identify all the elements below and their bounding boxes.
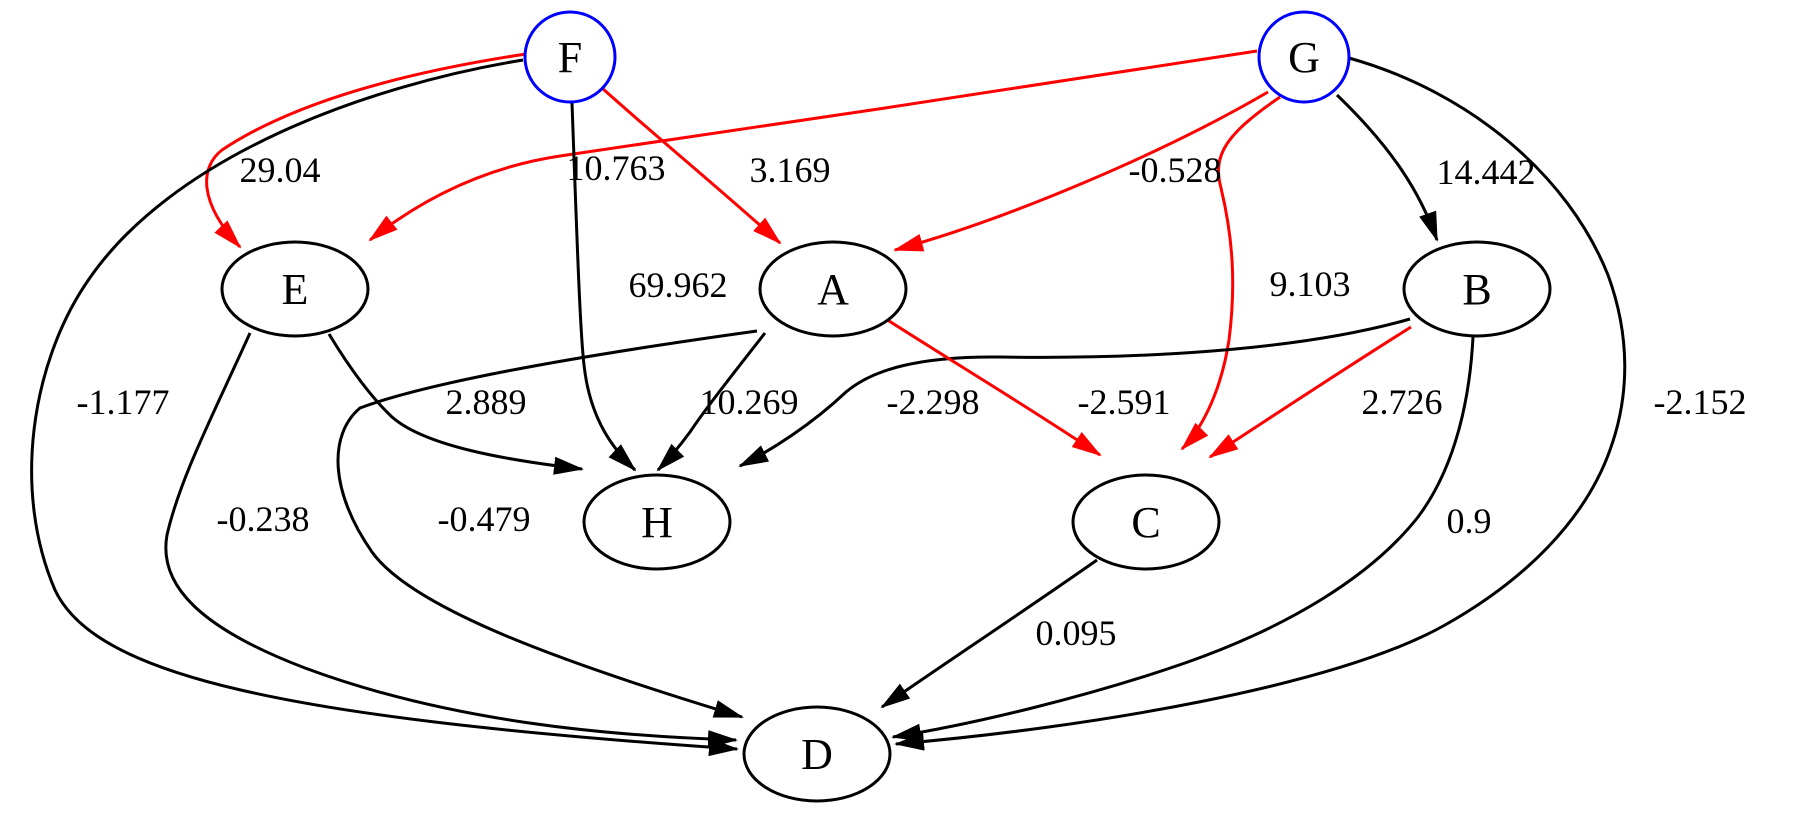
- edge-weight-F-H: 69.962: [629, 265, 728, 305]
- edge-weight-A-D: -0.479: [438, 499, 531, 539]
- edge-weight-A-C: -2.591: [1078, 382, 1171, 422]
- edge-weight-G-E: 10.763: [567, 148, 666, 188]
- node-label-G: G: [1288, 33, 1320, 82]
- node-label-C: C: [1131, 498, 1160, 547]
- edge-G-C: [1180, 95, 1281, 451]
- edge-C-D: [880, 558, 1098, 709]
- edges-layer: [30, 49, 1627, 757]
- edge-F-H: [570, 102, 637, 472]
- node-B: [1402, 240, 1552, 338]
- edge-weight-G-B: 14.442: [1437, 152, 1536, 192]
- node-F: [523, 10, 617, 104]
- node-label-A: A: [817, 265, 849, 314]
- edge-weight-B-D: 0.9: [1447, 501, 1492, 541]
- edge-weight-C-D: 0.095: [1036, 613, 1117, 653]
- node-label-D: D: [801, 730, 833, 779]
- edge-weight-A-H: 10.269: [700, 382, 799, 422]
- node-A: [758, 240, 908, 338]
- edge-G-A: [893, 90, 1269, 252]
- edge-G-D: [894, 56, 1627, 751]
- edge-weight-G-A: -0.528: [1129, 150, 1222, 190]
- node-E: [220, 240, 370, 338]
- edge-weight-F-A: 3.169: [750, 150, 831, 190]
- nodes-layer: F G E A B H C D: [220, 10, 1552, 803]
- node-H: [582, 473, 732, 571]
- edge-weights-layer: 29.04 10.763 3.169 -0.528 14.442 69.962 9.103 -…: [77, 148, 1747, 653]
- node-label-B: B: [1462, 265, 1491, 314]
- edge-F-D: [30, 58, 739, 757]
- edge-G-E: [368, 49, 1258, 242]
- edge-weight-F-E: 29.04: [240, 150, 321, 190]
- node-G: [1257, 10, 1351, 104]
- node-label-F: F: [558, 33, 582, 82]
- edge-weight-G-C: 9.103: [1270, 264, 1351, 304]
- edge-F-A: [600, 86, 782, 245]
- edge-A-H: [656, 332, 767, 472]
- node-C: [1071, 473, 1221, 571]
- edge-F-E: [205, 52, 527, 249]
- edge-B-H: [738, 317, 1411, 468]
- node-label-E: E: [282, 265, 309, 314]
- edge-weight-B-H: -2.298: [887, 382, 980, 422]
- edge-weight-G-D: -2.152: [1654, 382, 1747, 422]
- edge-E-D: [164, 332, 738, 749]
- edge-weight-E-H: 2.889: [446, 382, 527, 422]
- edge-A-D: [336, 329, 758, 719]
- node-label-H: H: [641, 498, 673, 547]
- edge-weight-B-C: 2.726: [1362, 382, 1443, 422]
- edge-B-C: [1208, 325, 1412, 459]
- edge-A-C: [885, 317, 1102, 457]
- edge-E-H: [327, 333, 584, 475]
- edge-weight-F-D: -1.177: [77, 382, 170, 422]
- edge-G-B: [1335, 93, 1439, 242]
- edge-weight-E-D: -0.238: [217, 499, 310, 539]
- node-D: [742, 705, 892, 803]
- edge-B-D: [891, 336, 1475, 742]
